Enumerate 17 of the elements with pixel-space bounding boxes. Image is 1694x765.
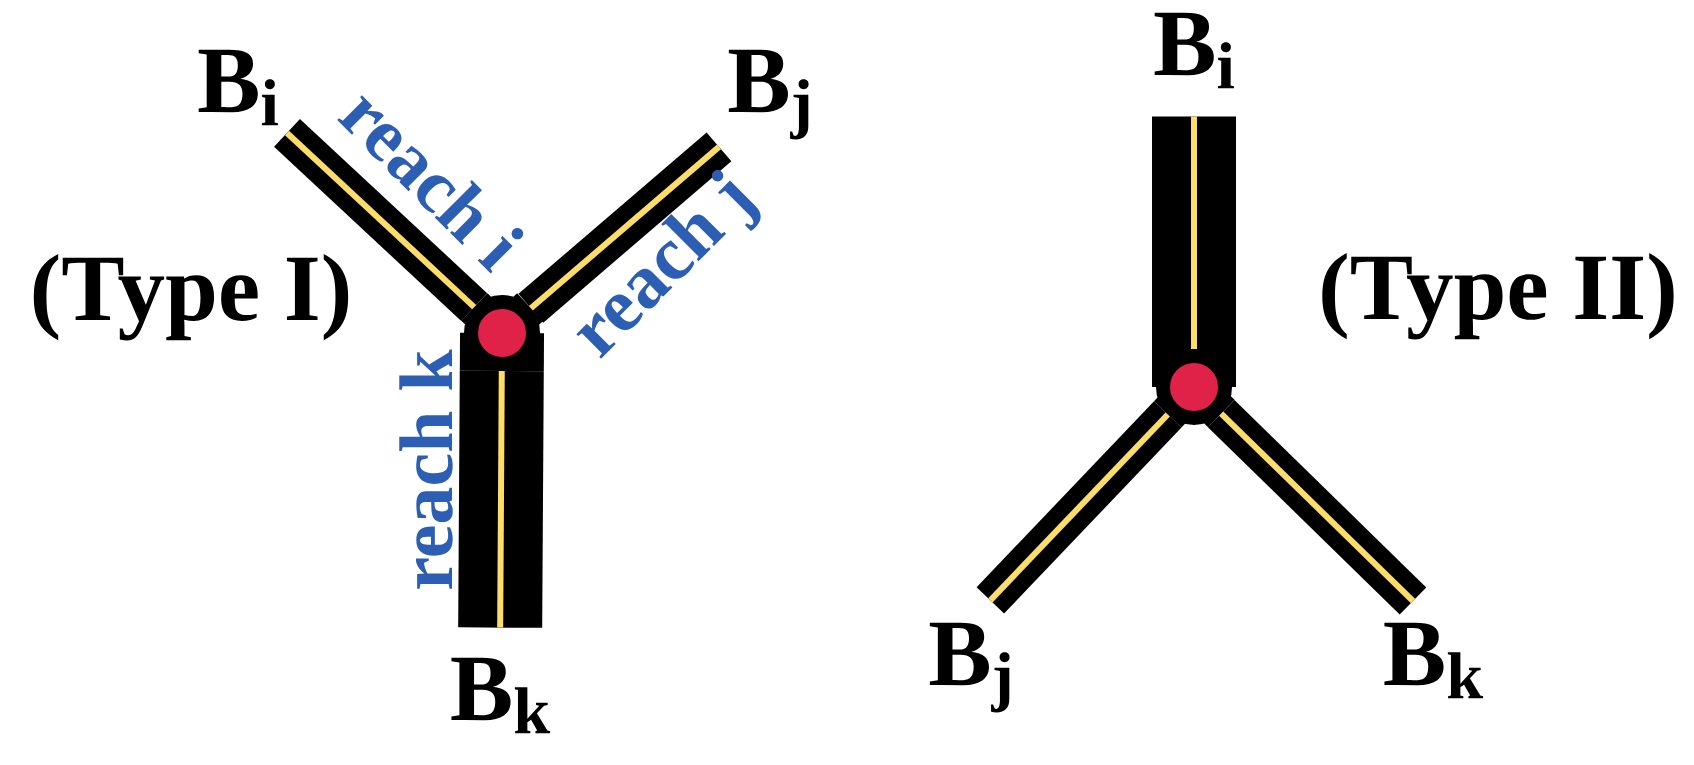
reach-label: reach k: [399, 349, 453, 589]
channel-band: [518, 132, 732, 323]
end-label: B$_{i}$: [1154, 12, 1234, 89]
channel-band: [274, 119, 488, 321]
end-label: B$_{k}$: [451, 657, 551, 734]
end-label: B$_{k}$: [1384, 622, 1484, 699]
type-label: (Type I): [33, 254, 349, 341]
junction-dot: [459, 293, 544, 372]
junction-dot: [1152, 349, 1236, 428]
end-label: B$_{i}$: [198, 49, 278, 126]
channel-band: [1152, 116, 1236, 349]
type-label: (Type II): [1322, 253, 1674, 340]
channel-band: [458, 370, 544, 628]
channel-band: [976, 401, 1182, 614]
end-label: B$_{j}$: [728, 49, 809, 140]
end-label: B$_{j}$: [929, 622, 1010, 713]
channel-band: [1207, 399, 1427, 615]
